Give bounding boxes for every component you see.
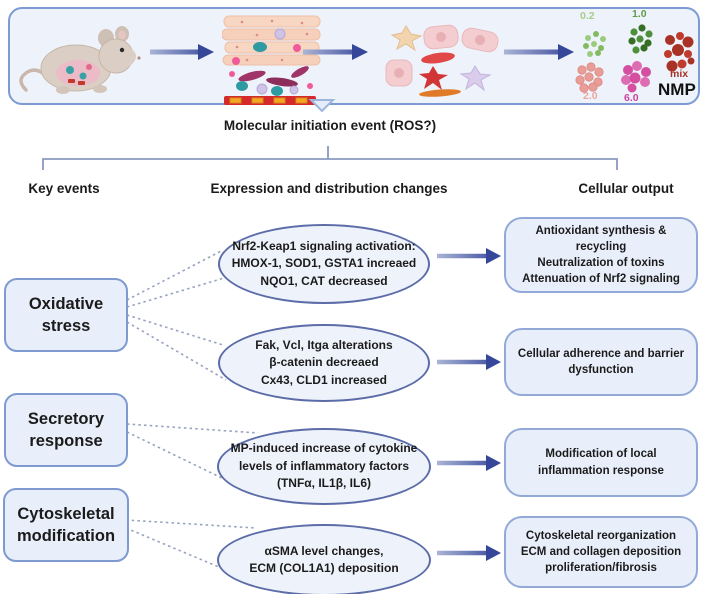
particle-label-0-2: 0.2 (580, 10, 595, 22)
row-arrows (437, 248, 501, 561)
output-text: Cytoskeletal reorganization ECM and coll… (520, 529, 682, 575)
expression-ellipse-adhesion: Fak, Vcl, Itga alterations β-catenin dec… (218, 324, 430, 402)
key-event-secretory-response: Secretory response (4, 393, 128, 467)
particle-dots (575, 24, 695, 93)
particle-groups: 0.2 1.0 2.0 6.0 mix NMP (570, 8, 704, 106)
key-event-oxidative-stress: Oxidative stress (4, 278, 128, 352)
particle-label-2-0: 2.0 (583, 90, 598, 102)
output-box-adherence: Cellular adherence and barrier dysfuncti… (504, 328, 698, 396)
dotted-connectors (125, 249, 259, 571)
cells-illustration (385, 24, 499, 97)
tissue-section-illustration (222, 15, 321, 105)
ellipse-text: MP-induced increase of cytokine levels o… (230, 441, 418, 491)
nmp-label: NMP (658, 80, 696, 99)
expression-ellipse-asma: αSMA level changes, ECM (COL1A1) deposit… (217, 524, 431, 594)
output-box-inflammation: Modification of local inflammation respo… (504, 428, 698, 497)
header-cellular-output: Cellular output (578, 181, 674, 196)
key-event-label: Secretory response (27, 409, 105, 450)
initiation-event-label: Molecular initiation event (ROS?) (223, 118, 437, 133)
particle-label-6-0: 6.0 (624, 92, 639, 104)
output-text: Cellular adherence and barrier dysfuncti… (517, 347, 685, 376)
ellipse-text: αSMA level changes, ECM (COL1A1) deposit… (249, 543, 399, 575)
output-text: Modification of local inflammation respo… (538, 448, 664, 477)
header-expression-changes: Expression and distribution changes (210, 181, 448, 196)
output-box-antioxidant: Antioxidant synthesis & recycling Neutra… (504, 217, 698, 293)
header-key-events: Key events (28, 181, 100, 196)
mouse-illustration (19, 26, 141, 94)
key-event-cytoskeletal-modification: Cytoskeletal modification (3, 488, 129, 562)
key-event-label: Cytoskeletal modification (16, 504, 116, 545)
expression-ellipse-nrf2: Nrf2-Keap1 signaling activation: HMOX-1,… (218, 224, 430, 304)
particle-label-mix: mix (670, 68, 689, 80)
expression-ellipse-cytokine: MP-induced increase of cytokine levels o… (217, 428, 431, 505)
ellipse-text: Nrf2-Keap1 signaling activation: HMOX-1,… (231, 238, 417, 288)
bracket-lines (42, 146, 618, 170)
ellipse-text: Fak, Vcl, Itga alterations β-catenin dec… (255, 337, 393, 387)
output-box-cytoskeletal: Cytoskeletal reorganization ECM and coll… (504, 516, 698, 588)
output-text: Antioxidant synthesis & recycling Neutra… (522, 224, 680, 286)
key-event-label: Oxidative stress (28, 294, 104, 335)
particle-label-1-0: 1.0 (632, 8, 647, 20)
